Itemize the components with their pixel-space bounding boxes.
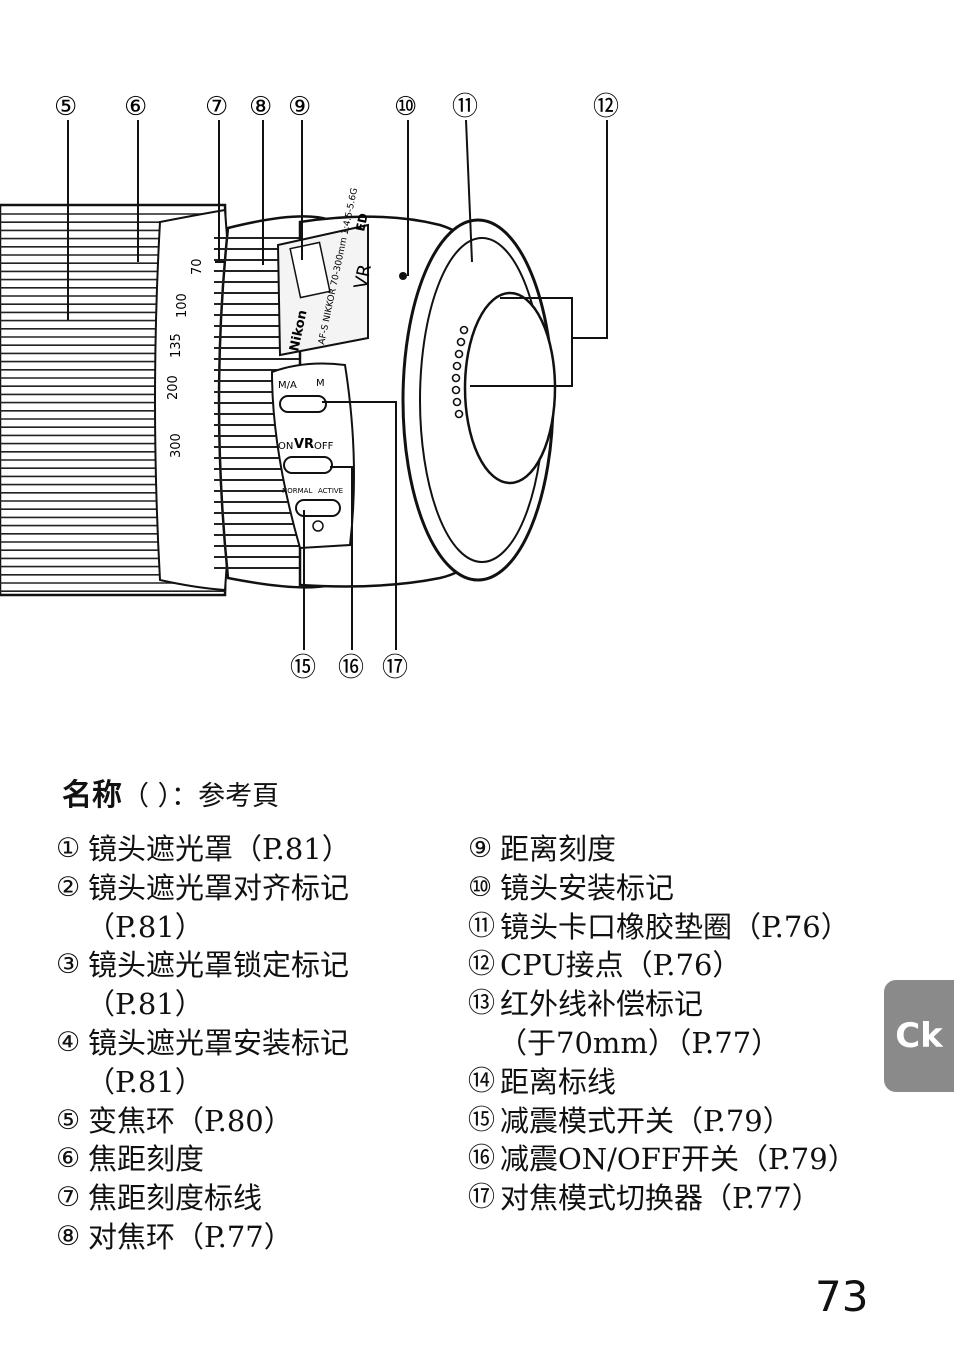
- item-label: 焦距刻度: [88, 1142, 205, 1177]
- vr-mode-switch[interactable]: [295, 499, 341, 517]
- item-number: ⑮: [468, 1104, 495, 1136]
- callout-7: ⑦: [205, 92, 228, 122]
- callout-5: ⑤: [54, 92, 77, 122]
- item-number: ⑭: [468, 1065, 495, 1097]
- callout-10: ⑩: [394, 92, 417, 122]
- item-label-continuation: （P.81）: [86, 909, 204, 944]
- item-number: ⑯: [468, 1143, 495, 1175]
- switch-mode-normal: NORMAL: [282, 487, 312, 495]
- heading-rest: （ ）：参考頁: [122, 781, 280, 812]
- focal-length-scale: 70 100 135 200 300: [154, 208, 234, 592]
- item-label-continuation: （P.81）: [86, 1064, 204, 1099]
- focus-mode-switch[interactable]: [279, 395, 327, 413]
- zoom-scale-200: 200: [166, 375, 181, 400]
- lens-mount: [399, 218, 557, 582]
- item-label: 对焦环（P.77）: [88, 1219, 293, 1254]
- item-label: 对焦模式切换器（P.77）: [500, 1181, 821, 1216]
- switch-vr-label: VR: [294, 437, 314, 452]
- switch-vr-off: OFF: [314, 441, 334, 452]
- item-label-continuation: （P.81）: [86, 987, 204, 1022]
- item-label: 镜头遮光罩对齐标记: [88, 870, 350, 905]
- item-number: ①: [56, 833, 81, 864]
- zoom-scale-300: 300: [169, 433, 184, 458]
- callout-11: ⑪: [452, 92, 478, 122]
- item-label: 镜头遮光罩（P.81）: [88, 832, 351, 866]
- callout-16: ⑯: [338, 653, 364, 683]
- item-number: ③: [56, 949, 81, 981]
- callout-8: ⑧: [249, 92, 272, 122]
- item-label: 减震模式开关（P.79）: [500, 1103, 792, 1138]
- zoom-scale-100: 100: [175, 293, 190, 318]
- item-number: ④: [56, 1026, 81, 1058]
- item-label: 变焦环（P.80）: [88, 1103, 293, 1138]
- lens-mounting-mark: [399, 272, 407, 280]
- callout-17: ⑰: [382, 653, 408, 683]
- lens-diagram: 70 100 135 200 300 Nikon AF-S NIKKOR 70-…: [0, 92, 619, 683]
- item-label: CPU接点（P.76）: [500, 948, 742, 983]
- item-label: 焦距刻度标线: [88, 1181, 263, 1216]
- item-label: 镜头卡口橡胶垫圈（P.76）: [500, 909, 850, 944]
- callout-12: ⑫: [593, 92, 619, 122]
- item-number: ⑨: [468, 833, 493, 864]
- item-number: ⑩: [468, 871, 493, 903]
- language-tab: Ck: [884, 980, 954, 1092]
- switch-mode-active: ACTIVE: [318, 487, 343, 495]
- switch-focus-m: M: [316, 378, 325, 389]
- zoom-scale-135: 135: [169, 333, 184, 358]
- callout-15: ⑮: [290, 653, 316, 683]
- item-number: ②: [56, 871, 81, 903]
- zoom-scale-70: 70: [190, 258, 205, 275]
- item-number: ⑦: [56, 1182, 81, 1214]
- item-number: ⑬: [468, 988, 495, 1020]
- leader-lines: [67, 119, 608, 650]
- vr-label: VR: [350, 262, 376, 291]
- switch-vr-on: ON: [278, 441, 293, 452]
- item-label: 减震ON/OFF开关（P.79）: [500, 1142, 857, 1177]
- item-number: ⑰: [468, 1182, 495, 1214]
- item-number: ⑧: [56, 1220, 81, 1252]
- item-label: 距离刻度: [500, 832, 617, 866]
- heading-bold: 名称: [62, 778, 122, 813]
- switch-focus-ma: M/A: [278, 380, 297, 391]
- vr-on-off-switch[interactable]: [283, 456, 333, 474]
- item-label: 红外线补偿标记: [500, 987, 704, 1022]
- item-label: 镜头安装标记: [500, 870, 675, 905]
- item-number: ⑪: [468, 910, 495, 942]
- item-number: ⑫: [468, 949, 495, 981]
- item-label: 镜头遮光罩安装标记: [88, 1025, 350, 1060]
- page-number: 73: [815, 1272, 869, 1321]
- ed-label: ED: [353, 212, 370, 233]
- item-label: 镜头遮光罩锁定标记: [88, 948, 350, 983]
- item-label-continuation: （于70mm）（P.77）: [498, 1025, 781, 1060]
- item-number: ⑤: [56, 1104, 81, 1136]
- item-label: 距离标线: [500, 1064, 617, 1099]
- callout-6: ⑥: [124, 92, 147, 122]
- item-number: ⑥: [56, 1143, 81, 1175]
- callout-9: ⑨: [288, 92, 311, 122]
- parts-heading: 名称（ ）：参考頁: [62, 770, 279, 814]
- cpu-contacts: [451, 325, 469, 419]
